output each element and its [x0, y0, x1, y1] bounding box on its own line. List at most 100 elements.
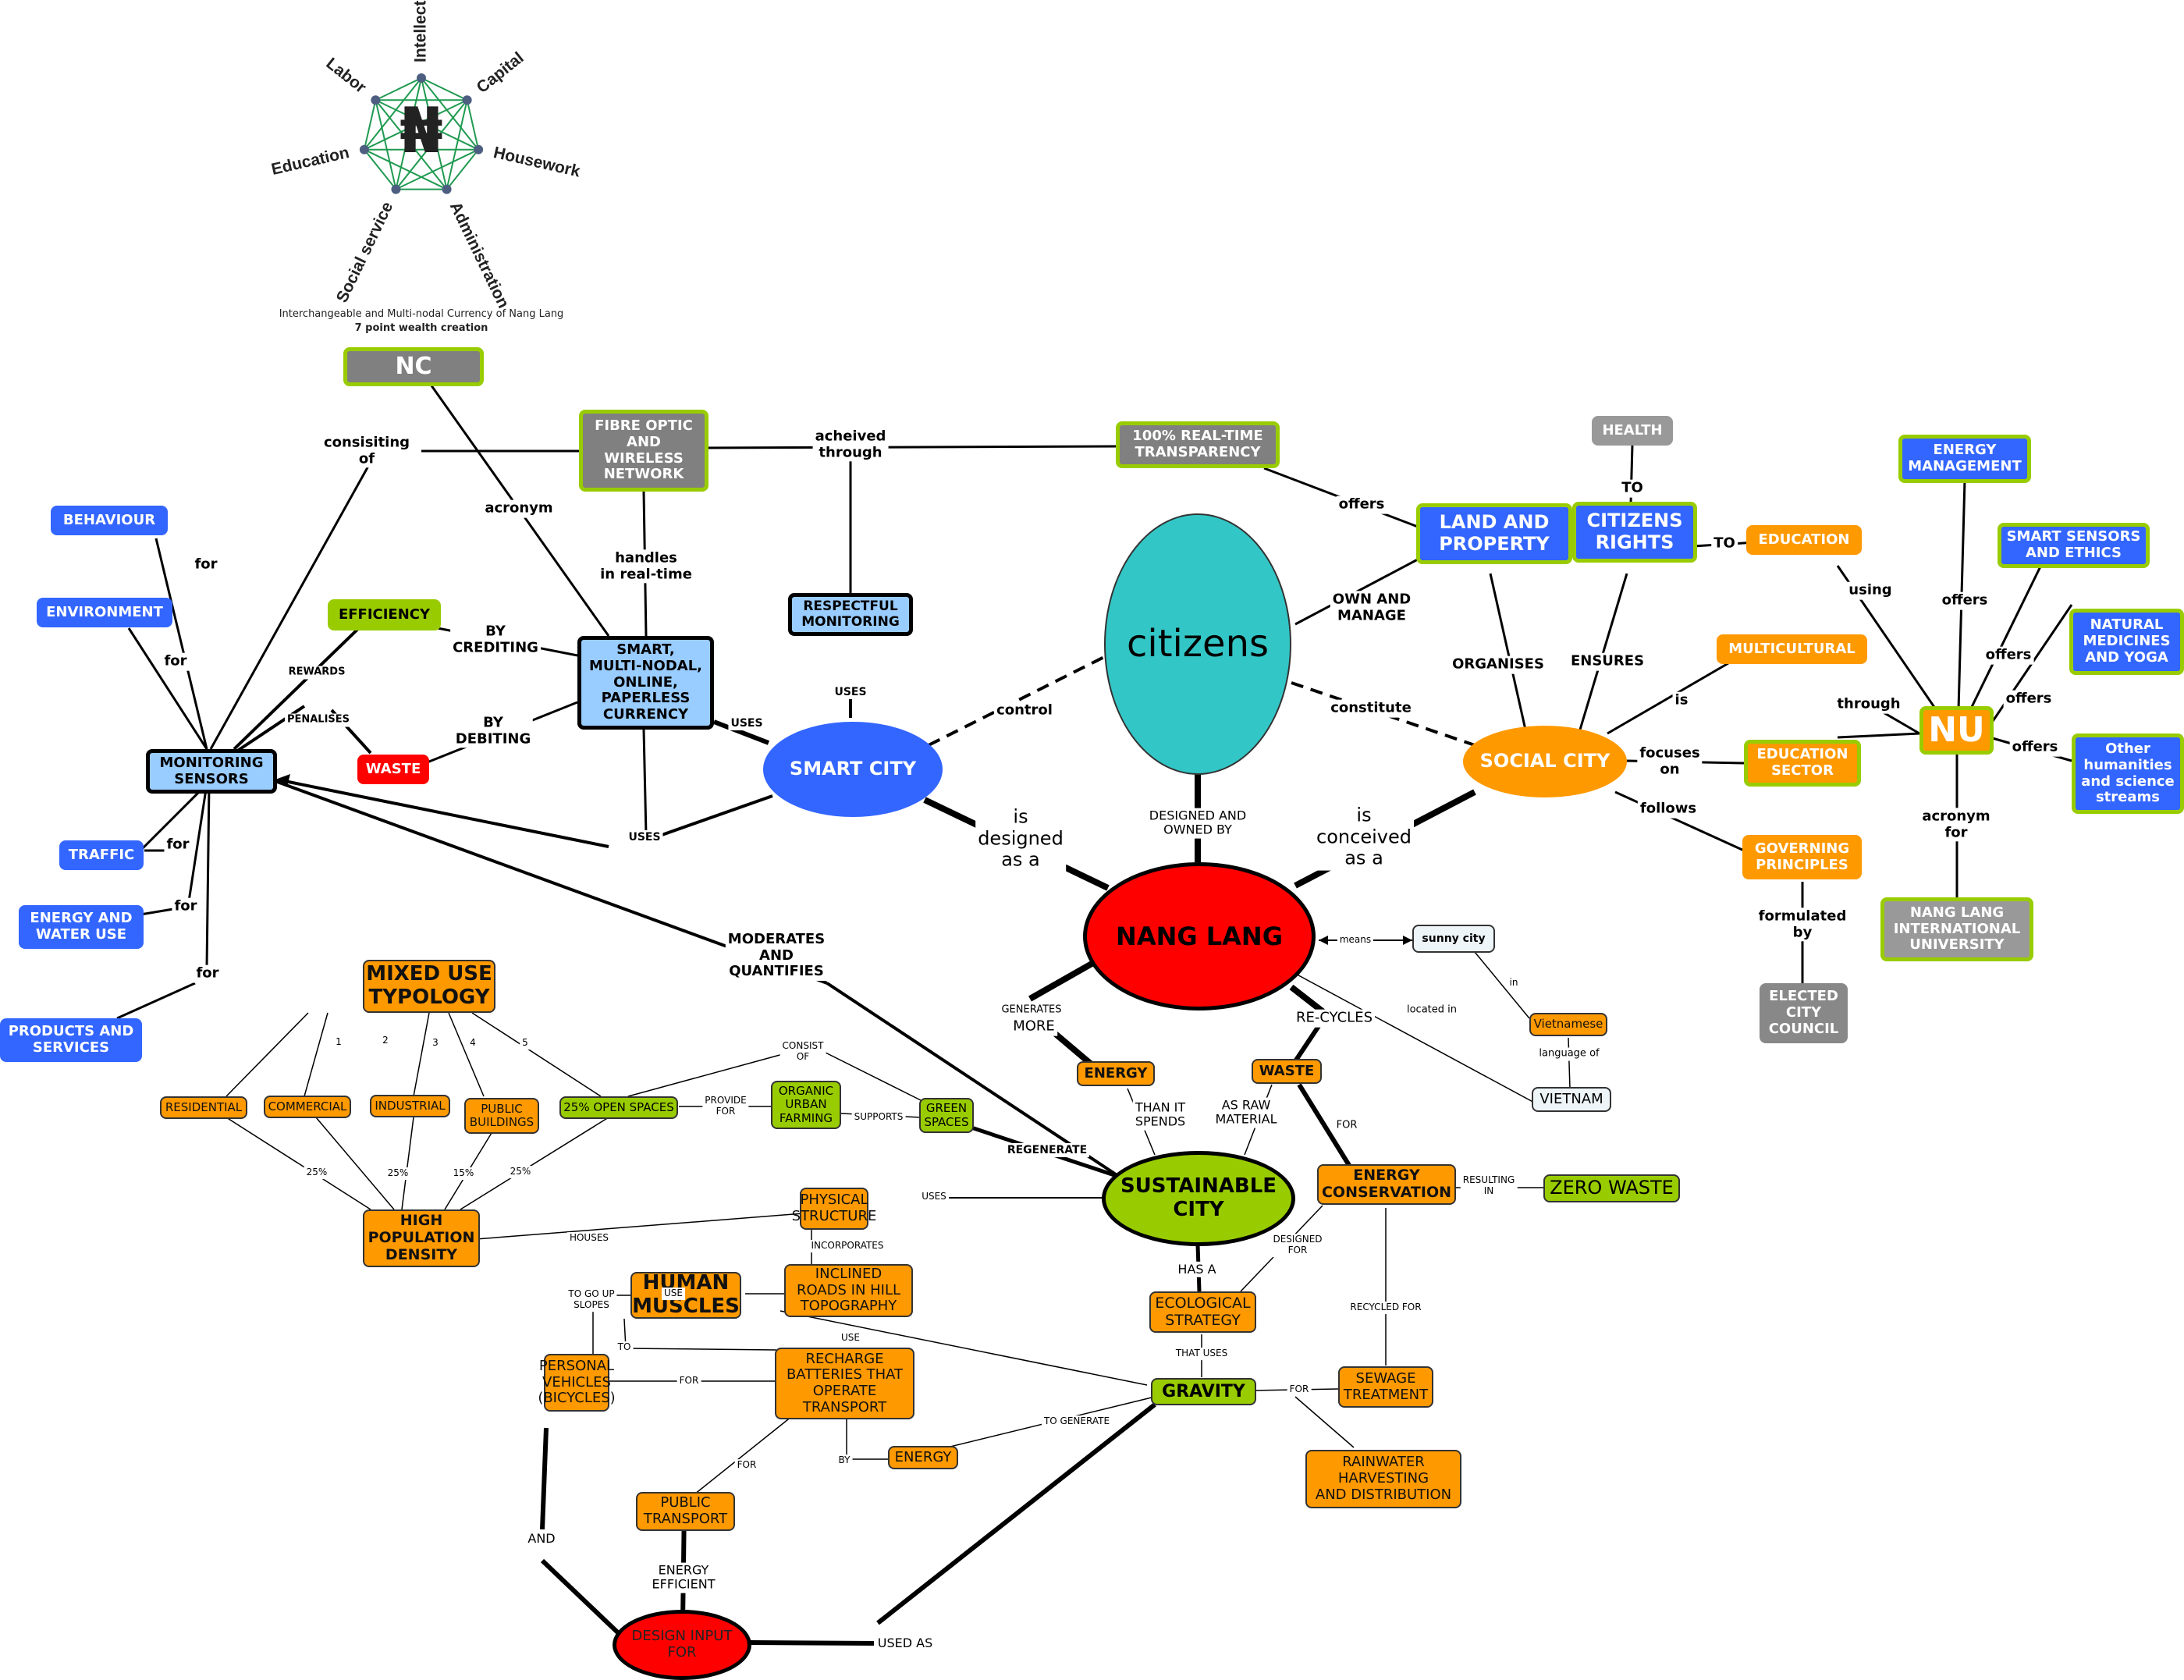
link-to-education: TO	[1711, 535, 1738, 553]
node-green-spaces[interactable]: GREEN SPACES	[919, 1098, 974, 1133]
link-offers-natural: offers	[2003, 690, 2054, 709]
network-edge	[375, 99, 479, 151]
node-sewage-treatment[interactable]: SEWAGE TREATMENT	[1338, 1366, 1433, 1408]
node-inclined-roads[interactable]: INCLINED ROADS IN HILL TOPOGRAPHY	[784, 1264, 913, 1317]
node-public-transport[interactable]: PUBLIC TRANSPORT	[636, 1492, 735, 1531]
node-public-buildings[interactable]: PUBLIC BUILDINGS	[464, 1098, 539, 1134]
node-commercial[interactable]: COMMERCIAL	[264, 1096, 351, 1118]
node-efficiency[interactable]: EFFICIENCY	[328, 599, 441, 630]
network-node-dot	[391, 184, 401, 194]
node-high-density[interactable]: HIGH POPULATION DENSITY	[363, 1209, 480, 1267]
link-use-gravity: USE	[839, 1332, 862, 1344]
node-nu[interactable]: NU	[1919, 706, 1994, 755]
logo-subcaption: 7 point wealth creation	[354, 322, 488, 334]
node-nang-lang[interactable]: NANG LANG	[1083, 862, 1316, 1010]
node-energy-management[interactable]: ENERGY MANAGEMENT	[1898, 435, 2031, 483]
network-edge	[364, 148, 447, 190]
link-language-of: language of	[1536, 1047, 1602, 1061]
node-nlu[interactable]: NANG LANG INTERNATIONAL UNIVERSITY	[1880, 897, 2033, 961]
network-node-dot	[417, 73, 426, 83]
link-pct-open: 25%	[507, 1166, 534, 1178]
link-for-energy-water: for	[172, 897, 200, 916]
link-has-a: HAS A	[1175, 1261, 1219, 1278]
node-sustainable-city[interactable]: SUSTAINABLE CITY	[1102, 1151, 1295, 1246]
node-education[interactable]: EDUCATION	[1746, 525, 1862, 555]
node-recharge-batteries[interactable]: RECHARGE BATTERIES THAT OPERATE TRANSPOR…	[775, 1348, 914, 1419]
link-acheived-through: acheived through	[812, 428, 889, 462]
node-respectful-monitoring[interactable]: RESPECTFUL MONITORING	[788, 593, 913, 636]
network-edge	[396, 148, 479, 190]
link-to-recharge: TO	[615, 1341, 634, 1354]
link-constitute: constitute	[1328, 699, 1414, 718]
link-designed-owned: DESIGNED AND OWNED BY	[1146, 808, 1249, 839]
link-offers-humanities: offers	[2009, 738, 2061, 757]
node-energy-conservation[interactable]: ENERGY CONSERVATION	[1317, 1164, 1456, 1205]
node-industrial[interactable]: INDUSTRIAL	[370, 1095, 450, 1117]
node-social-city[interactable]: SOCIAL CITY	[1463, 726, 1627, 797]
node-energy-water[interactable]: ENERGY AND WATER USE	[19, 905, 144, 949]
node-residential[interactable]: RESIDENTIAL	[160, 1096, 247, 1119]
node-products-services[interactable]: PRODUCTS AND SERVICES	[0, 1018, 142, 1062]
node-smart-city[interactable]: SMART CITY	[763, 722, 943, 817]
network-edge	[446, 100, 468, 190]
node-design-input[interactable]: DESIGN INPUT FOR	[613, 1610, 751, 1680]
node-human-muscles[interactable]: HUMAN MUSCLES	[630, 1271, 741, 1319]
node-multicultural[interactable]: MULTICULTURAL	[1717, 634, 1867, 664]
link-num-5: 5	[520, 1037, 531, 1050]
link-for-sewage: FOR	[1287, 1383, 1312, 1396]
link-by-crediting: BY CREDITING	[450, 623, 541, 657]
naira-symbol-icon: ₦	[400, 94, 443, 167]
network-edge	[363, 100, 377, 150]
link-incorporates: INCORPORATES	[808, 1240, 886, 1252]
node-citizens[interactable]: citizens	[1104, 513, 1291, 775]
node-personal-vehicles[interactable]: PERSONAL VEHICLES (BICYCLES)	[538, 1354, 616, 1412]
link-ensures: ENSURES	[1568, 652, 1647, 671]
node-waste-red[interactable]: WASTE	[357, 755, 429, 784]
link-through: through	[1834, 695, 1903, 714]
network-edge	[395, 77, 422, 190]
node-vietnamese[interactable]: Vietnamese	[1529, 1013, 1607, 1036]
node-currency[interactable]: SMART, MULTI-NODAL, ONLINE, PAPERLESS CU…	[577, 636, 714, 730]
node-fibre-network[interactable]: FIBRE OPTIC AND WIRELESS NETWORK	[579, 410, 708, 492]
node-smart-sensors-ethics[interactable]: SMART SENSORS AND ETHICS	[1998, 523, 2150, 568]
node-open-spaces[interactable]: 25% OPEN SPACES	[559, 1096, 678, 1119]
link-follows: follows	[1637, 800, 1699, 819]
node-transparency[interactable]: 100% REAL-TIME TRANSPARENCY	[1116, 421, 1280, 468]
node-citizens-rights[interactable]: CITIZENS RIGHTS	[1572, 502, 1697, 563]
link-control: control	[994, 701, 1055, 720]
node-behaviour[interactable]: BEHAVIOUR	[51, 506, 168, 535]
node-energy-battery[interactable]: ENERGY	[888, 1446, 958, 1469]
node-zero-waste[interactable]: ZERO WASTE	[1543, 1174, 1680, 1202]
node-gravity[interactable]: GRAVITY	[1151, 1378, 1256, 1405]
node-organic-farming[interactable]: ORGANIC URBAN FARMING	[771, 1081, 841, 1129]
link-energy-efficient: ENERGY EFFICIENT	[649, 1562, 718, 1593]
node-sunny-city[interactable]: sunny city	[1412, 925, 1495, 953]
node-land-property[interactable]: LAND AND PROPERTY	[1416, 503, 1572, 564]
link-recycled-for: RECYCLED FOR	[1348, 1302, 1424, 1314]
network-edge	[395, 99, 468, 190]
link-that-uses: THAT USES	[1173, 1348, 1230, 1360]
node-energy-generated[interactable]: ENERGY	[1077, 1061, 1155, 1086]
node-waste-recycled[interactable]: WASTE	[1252, 1059, 1322, 1084]
network-edge	[446, 149, 479, 190]
node-mixed-use-typology[interactable]: MIXED USE TYPOLOGY	[363, 960, 495, 1013]
node-natural-medicines[interactable]: NATURAL MEDICINES AND YOGA	[2069, 609, 2184, 675]
node-humanities[interactable]: Other humanities and science streams	[2072, 733, 2184, 814]
link-to-generate: TO GENERATE	[1041, 1415, 1113, 1428]
node-governing-principles[interactable]: GOVERNING PRINCIPLES	[1742, 835, 1862, 879]
node-ecological-strategy[interactable]: ECOLOGICAL STRATEGY	[1149, 1291, 1256, 1333]
node-elected-council[interactable]: ELECTED CITY COUNCIL	[1760, 983, 1848, 1043]
node-physical-structure[interactable]: PHYSICAL STRUCTURE	[792, 1188, 876, 1230]
link-for-environment: for	[162, 652, 190, 671]
node-vietnam[interactable]: VIETNAM	[1532, 1087, 1611, 1112]
link-pct-public: 15%	[450, 1167, 477, 1180]
node-environment[interactable]: ENVIRONMENT	[37, 598, 172, 627]
node-education-sector[interactable]: EDUCATION SECTOR	[1744, 740, 1861, 787]
node-traffic[interactable]: TRAFFIC	[59, 840, 144, 870]
node-nc[interactable]: NC	[343, 347, 484, 386]
link-consist-of: CONSIST OF	[779, 1040, 826, 1064]
node-monitoring-sensors[interactable]: MONITORING SENSORS	[146, 749, 277, 794]
node-rainwater[interactable]: RAINWATER HARVESTING AND DISTRIBUTION	[1305, 1450, 1461, 1508]
node-health[interactable]: HEALTH	[1592, 416, 1673, 446]
